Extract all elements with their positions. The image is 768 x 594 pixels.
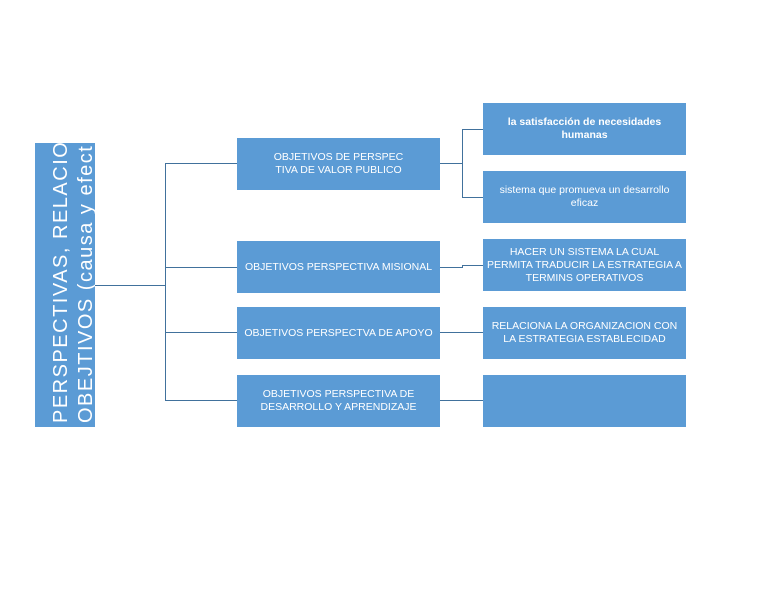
connector <box>165 400 237 401</box>
connector <box>462 197 483 198</box>
perspective-apoyo: OBJETIVOS PERSPECTVA DE APOYO <box>237 307 440 359</box>
perspective-misional: OBJETIVOS PERSPECTIVA MISIONAL <box>237 241 440 293</box>
perspective-valor-publico: OBJETIVOS DE PERSPEC TIVA DE VALOR PUBLI… <box>237 138 440 190</box>
root-line-2: OBEJTIVOS (causa y efect <box>75 144 95 423</box>
objective-satisfaccion: la satisfacción de necesidades humanas <box>483 103 686 155</box>
objective-desarrollo-empty <box>483 375 686 427</box>
connector <box>165 163 166 401</box>
connector <box>165 332 237 333</box>
objective-misional: HACER UN SISTEMA LA CUAL PERMITA TRADUCI… <box>483 239 686 291</box>
connector <box>95 285 165 286</box>
connector <box>165 267 237 268</box>
root-line-1: PERSPECTIVAS, RELACION <box>50 143 72 423</box>
objective-sistema-desarrollo: sistema que promueva un desarrollo efica… <box>483 171 686 223</box>
perspective-desarrollo: OBJETIVOS PERSPECTIVA DE DESARROLLO Y AP… <box>237 375 440 427</box>
connector <box>462 129 463 198</box>
objective-apoyo: RELACIONA LA ORGANIZACION CON LA ESTRATE… <box>483 307 686 359</box>
connector <box>440 163 462 164</box>
connector <box>440 400 483 401</box>
connector <box>462 129 483 130</box>
connector <box>440 332 483 333</box>
connector <box>462 265 483 266</box>
connector <box>165 163 237 164</box>
connector <box>462 265 463 268</box>
connector <box>440 267 462 268</box>
